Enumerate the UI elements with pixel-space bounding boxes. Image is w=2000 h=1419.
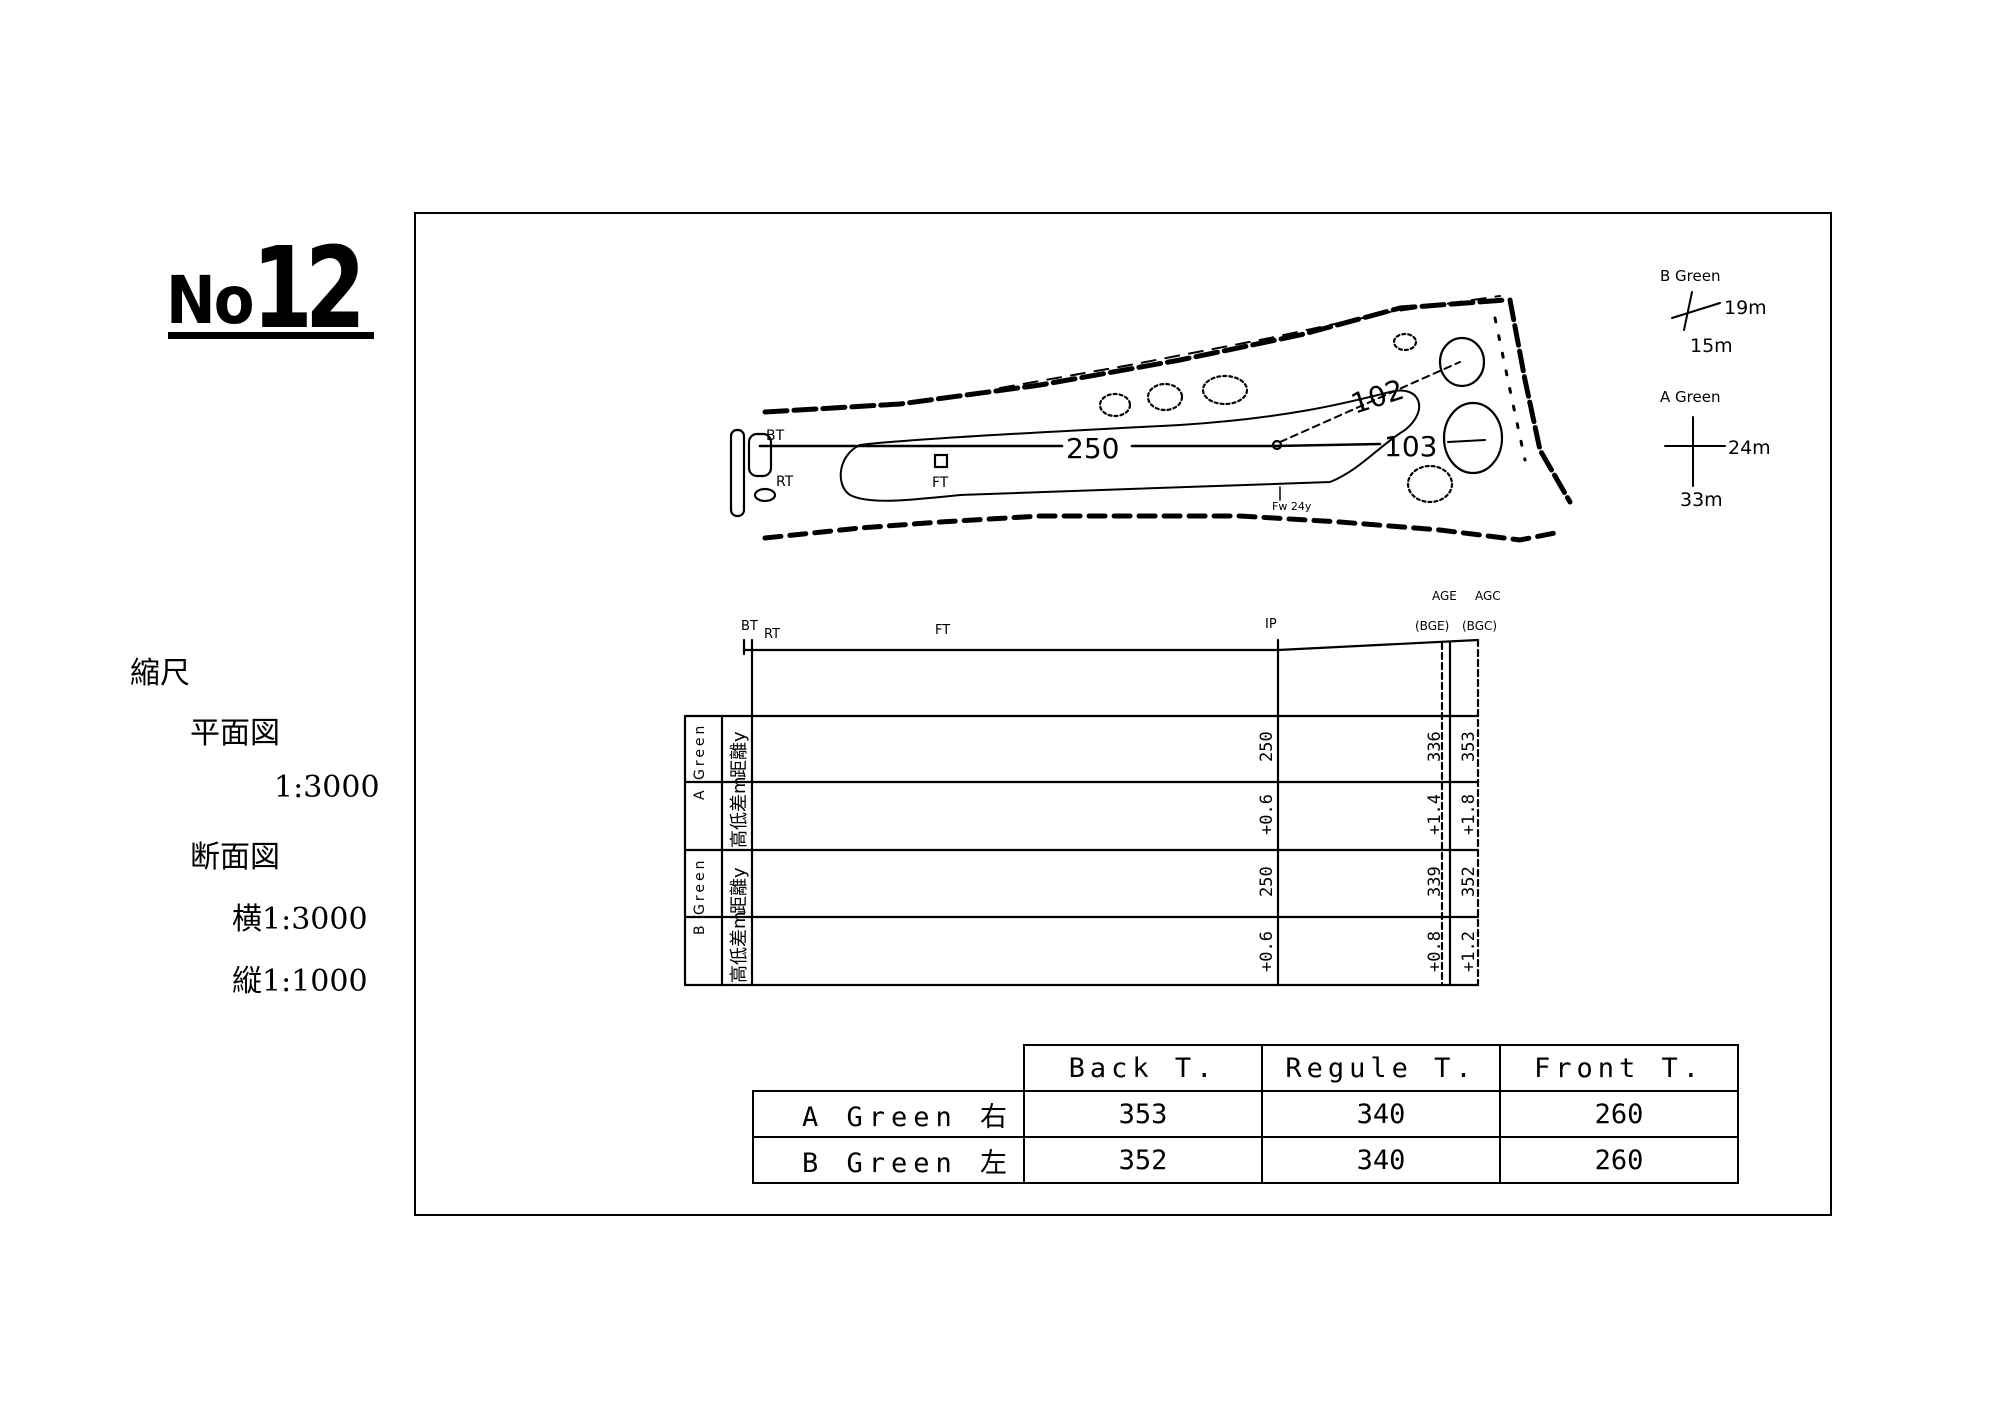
forward-tee [933,453,949,469]
b-green-label: B Green [1660,267,1720,285]
profile-ip-label: IP [1265,617,1277,632]
hole-number-prefix: No [166,262,254,339]
b-green-elevation-label: 高低差m [729,911,750,983]
profile-ground-rise [1276,638,1480,652]
a-green-distance-agc: 353 [1459,731,1479,762]
b-green-line [1279,361,1461,443]
profile-rt-label: RT [764,627,780,642]
b-green-depth: 15m [1690,335,1733,357]
a-green-depth: 33m [1680,489,1723,511]
scale-plan-value: 1:3000 [274,770,380,805]
a-green-back-tee: 353 [1023,1090,1263,1138]
b-green-width: 19m [1724,297,1767,319]
plan-rt-label: RT [776,474,794,490]
tree-line-right-inner [1493,316,1527,462]
profile-age-label: AGE [1432,589,1457,603]
hole-number-underline [168,332,374,339]
col-regular-tee: Regule T. [1261,1044,1501,1092]
profile-bt-label: BT [741,619,758,634]
tree-line-top-inner [999,295,1501,389]
a-green-distance-label: 距離y [729,731,750,778]
table-corner [753,1045,1024,1091]
a-green-regular-tee: 340 [1261,1090,1501,1138]
distance-ip-b-green: 102 [1347,373,1408,421]
row-a-green-label: A Green 右 [752,1090,1025,1138]
col-front-tee: Front T. [1499,1044,1739,1092]
distance-tee-ip: 250 [1066,432,1119,465]
a-green [1442,401,1504,475]
b-green-distance-label: 距離y [729,867,750,914]
b-green-distance-ip: 250 [1257,866,1277,897]
col-back-tee: Back T. [1023,1044,1263,1092]
a-green-elevation-ip: +0.6 [1257,794,1277,835]
fairway-outline [839,389,1421,502]
profile-bge-label: (BGE) [1415,619,1449,633]
b-green-elevation-bge: +0.8 [1425,931,1445,972]
b-green-front-tee: 260 [1499,1136,1739,1184]
back-tee [729,428,746,518]
profile-bgc-label: (BGC) [1462,619,1497,633]
profile-agc-label: AGC [1475,589,1501,603]
bunker-4 [1392,332,1418,352]
a-green-width: 24m [1728,437,1771,459]
profile-section [683,638,1480,987]
bunker-5 [1406,464,1454,504]
regular-tee [747,432,773,478]
b-green-distance-bge: 339 [1425,866,1445,897]
tree-line-bottom [762,513,1563,543]
tree-line-right [1507,297,1573,505]
a-green-label: A Green [1660,388,1720,406]
bunker-2 [1146,382,1184,412]
b-green [1438,336,1486,388]
a-green-distance-age: 336 [1425,731,1445,762]
bunker-3 [1201,374,1249,406]
hole-number: No 12 [166,224,376,354]
a-green-elevation-label: 高低差m [729,776,750,848]
fairway-width-note: Fw 24y [1272,500,1312,513]
scale-heading: 縮尺 [130,656,190,691]
center-line-end [1447,439,1486,443]
yardage-table: Back T. Regule T. Front T. A Green 右 353… [752,1044,1739,1184]
tee-shrub [753,487,777,503]
scale-vertical: 縦1:1000 [232,964,368,999]
a-green-elevation-agc: +1.8 [1459,794,1479,835]
profile-a-green-group: A Green [692,723,708,800]
b-green-compass [1671,291,1721,331]
a-green-distance-ip: 250 [1257,731,1277,762]
yardage-table-header: Back T. Regule T. Front T. [753,1044,1739,1092]
a-green-front-tee: 260 [1499,1090,1739,1138]
distance-ip-a-green: 103 [1384,430,1437,463]
plan-view [729,295,1573,543]
table-row: B Green 左 352 340 260 [752,1136,1739,1184]
profile-ft-label: FT [935,623,950,638]
b-green-regular-tee: 340 [1261,1136,1501,1184]
b-green-elevation-bgc: +1.2 [1459,931,1479,972]
tree-line-top [762,297,1508,415]
ip-marker [1271,439,1283,451]
drawing-frame [414,212,1832,1216]
b-green-elevation-ip: +0.6 [1257,931,1277,972]
plan-bt-label: BT [766,428,785,444]
plan-ft-label: FT [932,475,949,491]
profile-b-green-group: B Green [692,858,708,935]
center-line-right [1273,442,1382,448]
b-green-back-tee: 352 [1023,1136,1263,1184]
b-green-distance-bgc: 352 [1459,866,1479,897]
table-row: A Green 右 353 340 260 [752,1090,1739,1138]
bunker-1 [1098,392,1132,418]
scale-plan-label: 平面図 [190,716,280,751]
a-green-elevation-age: +1.4 [1425,794,1445,835]
scale-section-label: 断面図 [190,840,280,875]
row-b-green-label: B Green 左 [752,1136,1025,1184]
scale-horizontal: 横1:3000 [232,902,368,937]
a-green-compass [1664,416,1726,487]
